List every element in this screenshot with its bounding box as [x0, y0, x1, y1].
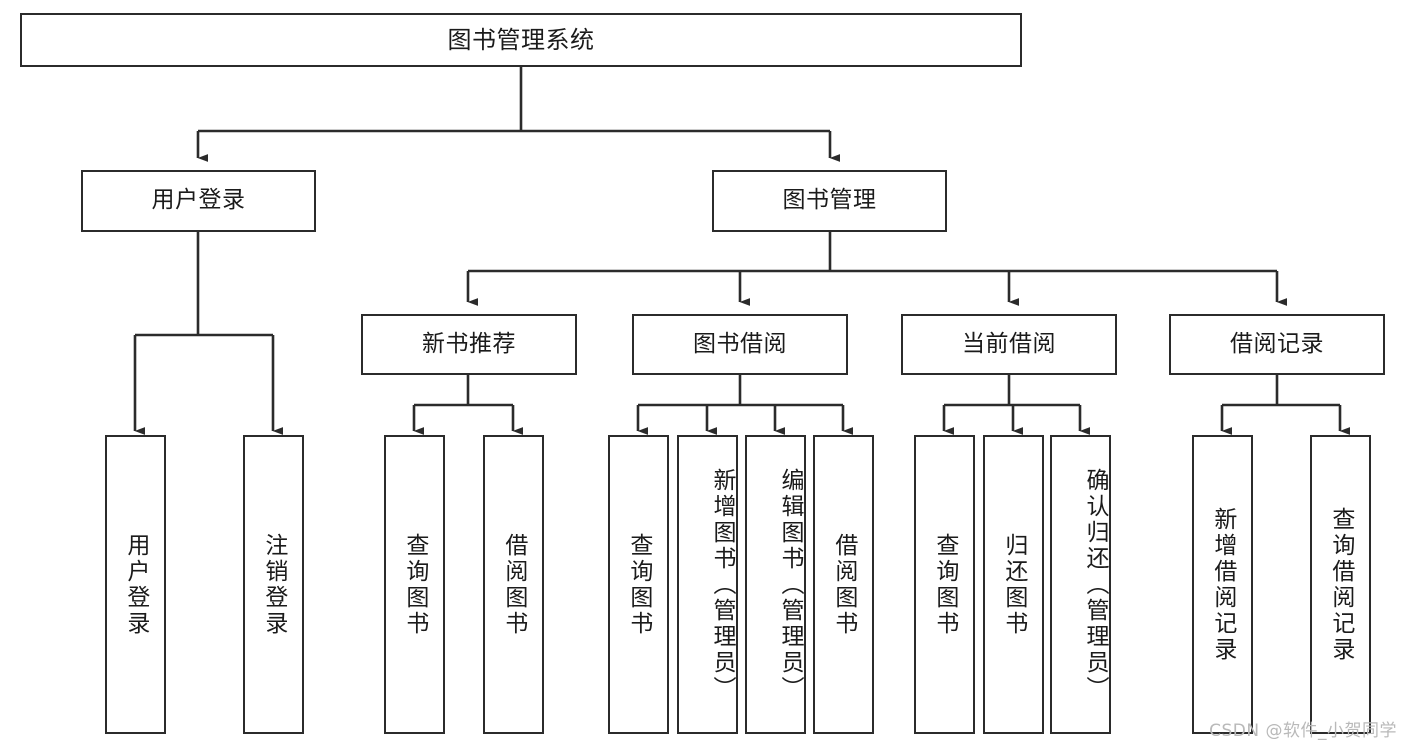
leaf-label: 归还图书 [1000, 532, 1027, 637]
leaf-book-borrow-query[interactable]: 查询图书 [608, 435, 669, 734]
leaf-current-borrow-query[interactable]: 查询图书 [914, 435, 975, 734]
leaf-label: 新增借阅记录 [1209, 506, 1236, 663]
node-book-borrow[interactable]: 图书借阅 [632, 314, 848, 375]
leaf-label: 查询借阅记录 [1327, 506, 1354, 663]
node-user-login[interactable]: 用户登录 [81, 170, 316, 232]
node-new-book-recommend-label: 新书推荐 [422, 330, 516, 357]
leaf-label: 用户登录 [122, 532, 149, 637]
node-new-book-recommend[interactable]: 新书推荐 [361, 314, 577, 375]
leaf-new-book-query[interactable]: 查询图书 [384, 435, 445, 734]
leaf-current-borrow-confirm-return[interactable]: 确认归还（管理员） [1050, 435, 1111, 734]
leaf-borrow-record-query[interactable]: 查询借阅记录 [1310, 435, 1371, 734]
node-current-borrow[interactable]: 当前借阅 [901, 314, 1117, 375]
leaf-current-borrow-return[interactable]: 归还图书 [983, 435, 1044, 734]
leaf-label: 注销登录 [260, 532, 287, 637]
node-borrow-record-label: 借阅记录 [1230, 330, 1324, 357]
node-book-management[interactable]: 图书管理 [712, 170, 947, 232]
leaf-user-login-logout[interactable]: 注销登录 [243, 435, 304, 734]
leaf-borrow-record-add[interactable]: 新增借阅记录 [1192, 435, 1253, 734]
watermark: CSDN @软件_小贺同学 [1209, 721, 1397, 741]
leaf-new-book-borrow[interactable]: 借阅图书 [483, 435, 544, 734]
leaf-label: 编辑图书（管理员） [777, 467, 803, 702]
leaf-label: 查询图书 [625, 532, 652, 637]
node-book-borrow-label: 图书借阅 [693, 330, 787, 357]
leaf-label: 确认归还（管理员） [1082, 467, 1108, 702]
leaf-book-borrow-borrow[interactable]: 借阅图书 [813, 435, 874, 734]
node-user-login-label: 用户登录 [151, 187, 246, 214]
node-book-management-label: 图书管理 [782, 187, 877, 214]
leaf-user-login-login[interactable]: 用户登录 [105, 435, 166, 734]
leaf-label: 借阅图书 [830, 532, 857, 637]
leaf-book-borrow-add[interactable]: 新增图书（管理员） [677, 435, 738, 734]
node-root-system[interactable]: 图书管理系统 [20, 13, 1022, 67]
leaf-label: 查询图书 [931, 532, 958, 637]
leaf-label: 新增图书（管理员） [709, 467, 735, 702]
node-borrow-record[interactable]: 借阅记录 [1169, 314, 1385, 375]
node-root-label: 图书管理系统 [447, 25, 595, 54]
leaf-label: 查询图书 [401, 532, 428, 637]
leaf-book-borrow-edit[interactable]: 编辑图书（管理员） [745, 435, 806, 734]
leaf-label: 借阅图书 [500, 532, 527, 637]
node-current-borrow-label: 当前借阅 [962, 330, 1056, 357]
